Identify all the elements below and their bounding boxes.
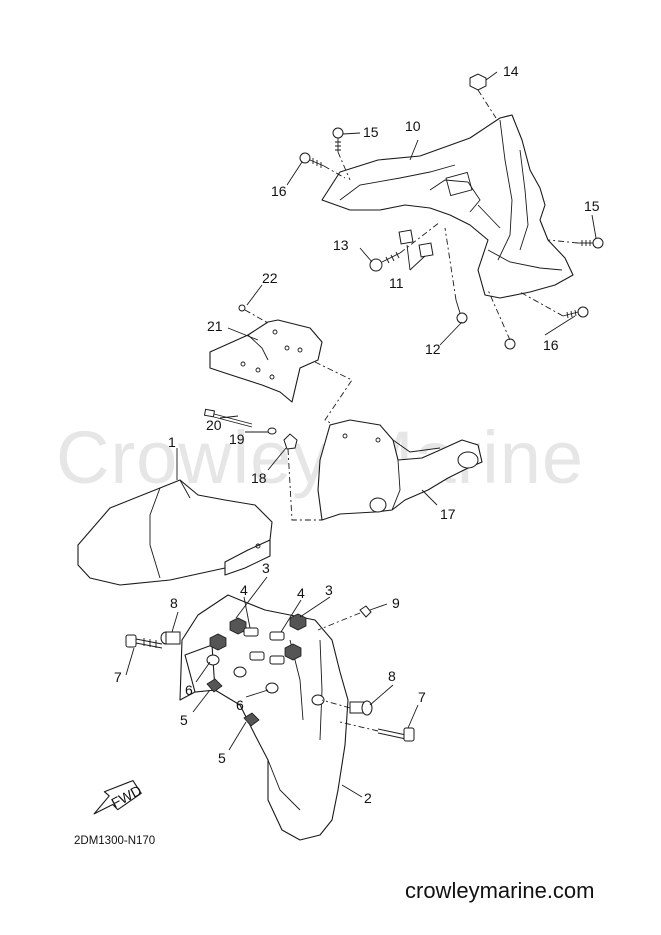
callout-7-left: 7 <box>114 669 122 685</box>
fwd-direction-arrow: FWD <box>93 780 144 815</box>
bracket-part-21 <box>209 319 323 403</box>
bolt-part-7-left <box>125 634 163 649</box>
callout-19: 19 <box>229 431 245 447</box>
screw-part-15-right <box>578 237 604 249</box>
callout-12: 12 <box>425 341 441 357</box>
washer-part-19 <box>267 427 277 435</box>
callout-22: 22 <box>262 270 278 286</box>
callout-14: 14 <box>503 63 519 79</box>
callout-5-upper: 5 <box>180 712 188 728</box>
callout-17: 17 <box>440 506 456 522</box>
collar-part-8-right <box>349 700 373 716</box>
washers-part-6 <box>206 654 279 694</box>
callout-10: 10 <box>405 118 421 134</box>
callout-8-left: 8 <box>170 595 178 611</box>
lower-fender-part-2 <box>179 594 349 841</box>
site-url[interactable]: crowleymarine.com <box>405 878 595 903</box>
callout-15-left: 15 <box>363 124 379 140</box>
callout-16-right: 16 <box>543 337 559 353</box>
callout-7-right: 7 <box>418 689 426 705</box>
callout-13: 13 <box>333 237 349 253</box>
bolt-part-13 <box>369 251 401 272</box>
rear-cowl-part-10 <box>321 114 574 299</box>
diagram-code: 2DM1300-N170 <box>74 835 156 847</box>
bolts-part-4 <box>243 627 285 665</box>
callout-3-right: 3 <box>325 582 333 598</box>
nut-part-18 <box>283 433 298 450</box>
nut-part-14 <box>469 73 487 91</box>
screw-part-9 <box>359 605 372 618</box>
screw-part-15-left <box>332 127 344 152</box>
clips-part-5 <box>206 678 260 727</box>
callout-5-lower: 5 <box>218 750 226 766</box>
bolt-part-16-left <box>299 152 325 168</box>
callout-9: 9 <box>392 595 400 611</box>
inner-fender-part-17 <box>317 419 483 521</box>
front-fender-part-1 <box>77 479 273 586</box>
callout-6-left: 6 <box>185 682 193 698</box>
callout-4-left: 4 <box>240 582 248 598</box>
callout-3-left: 3 <box>262 560 270 576</box>
screw-part-22 <box>238 304 246 312</box>
callout-1: 1 <box>168 434 176 450</box>
callout-11: 11 <box>389 275 404 291</box>
callout-2: 2 <box>364 790 372 806</box>
callout-18: 18 <box>251 470 267 486</box>
nuts-part-3 <box>209 613 307 661</box>
callout-21: 21 <box>207 318 223 334</box>
bolt-part-16-right <box>562 306 589 319</box>
callout-15-right: 15 <box>584 198 600 214</box>
callout-4-right: 4 <box>297 585 305 601</box>
clip-nuts-part-11 <box>398 229 434 258</box>
bolt-part-20 <box>203 408 253 428</box>
callout-20: 20 <box>206 417 222 433</box>
collar-part-8-left <box>160 631 181 645</box>
callout-6-right: 6 <box>236 697 244 713</box>
bolt-part-12 <box>455 299 468 324</box>
callout-8-right: 8 <box>388 668 396 684</box>
callout-16-left: 16 <box>271 183 287 199</box>
bolt-lower-part-16-tip <box>504 338 516 350</box>
bolt-part-7-right <box>377 727 415 742</box>
